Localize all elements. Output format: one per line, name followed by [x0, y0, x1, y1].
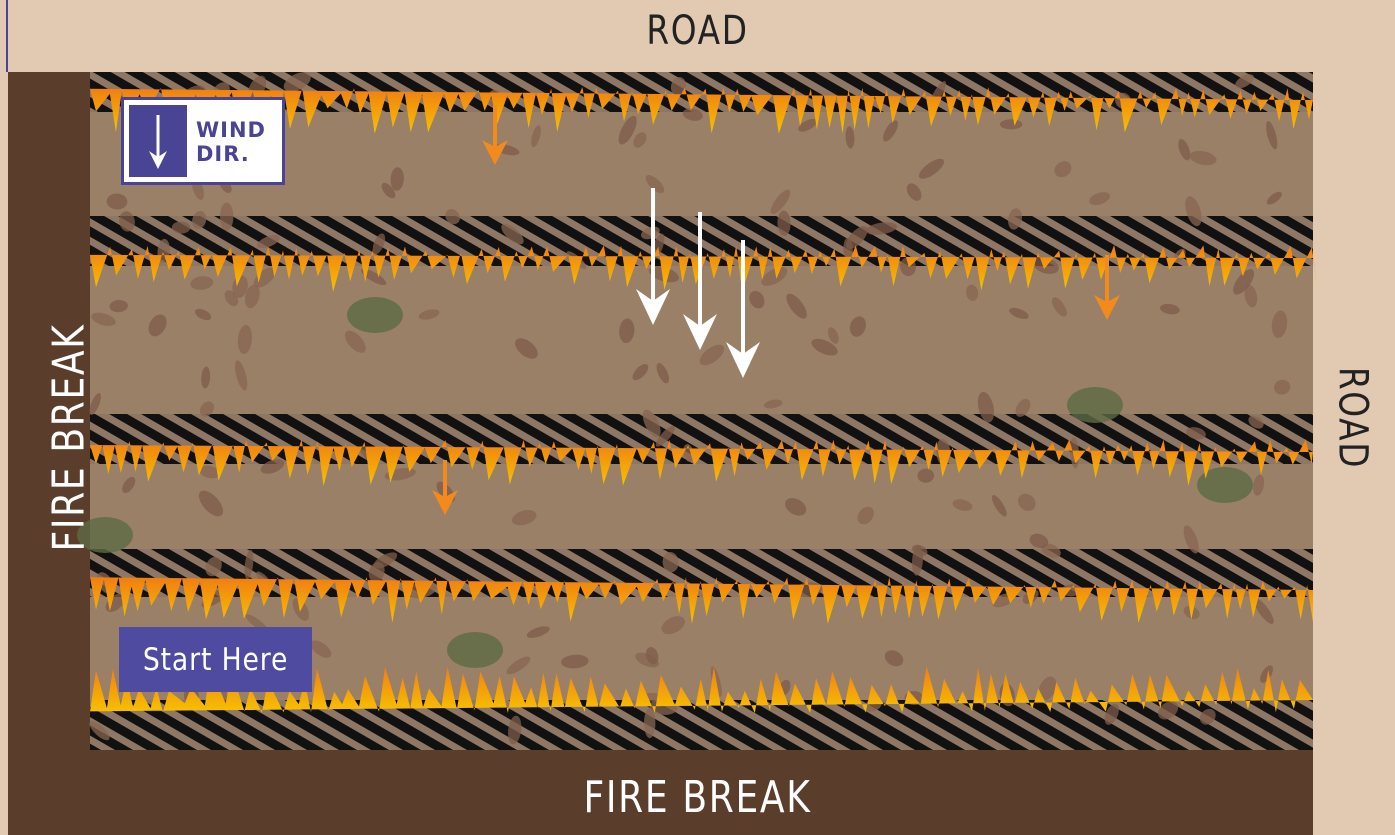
wind-text-line1: WIND	[196, 118, 266, 142]
shrub	[1067, 387, 1123, 423]
wind-direction-legend: WIND DIR.	[121, 97, 285, 185]
fire-break-left-label: FIRE BREAK	[44, 323, 95, 551]
road-top-label: ROAD	[126, 8, 1270, 54]
burned-band-4	[90, 549, 1313, 597]
leaf	[644, 708, 655, 738]
shrub	[447, 632, 503, 668]
start-here-button[interactable]: Start Here	[119, 627, 312, 692]
wind-text-line2: DIR.	[196, 142, 266, 166]
fire-break-bottom-label: FIRE BREAK	[126, 772, 1270, 823]
leaf	[1000, 119, 1022, 129]
start-here-label: Start Here	[143, 642, 288, 678]
wind-direction-text: WIND DIR.	[196, 118, 266, 166]
arrow-down-icon	[129, 105, 187, 177]
left-edge-line	[6, 0, 8, 72]
shrub	[347, 297, 403, 333]
leaf	[220, 203, 233, 231]
road-right-label: ROAD	[1329, 367, 1375, 469]
